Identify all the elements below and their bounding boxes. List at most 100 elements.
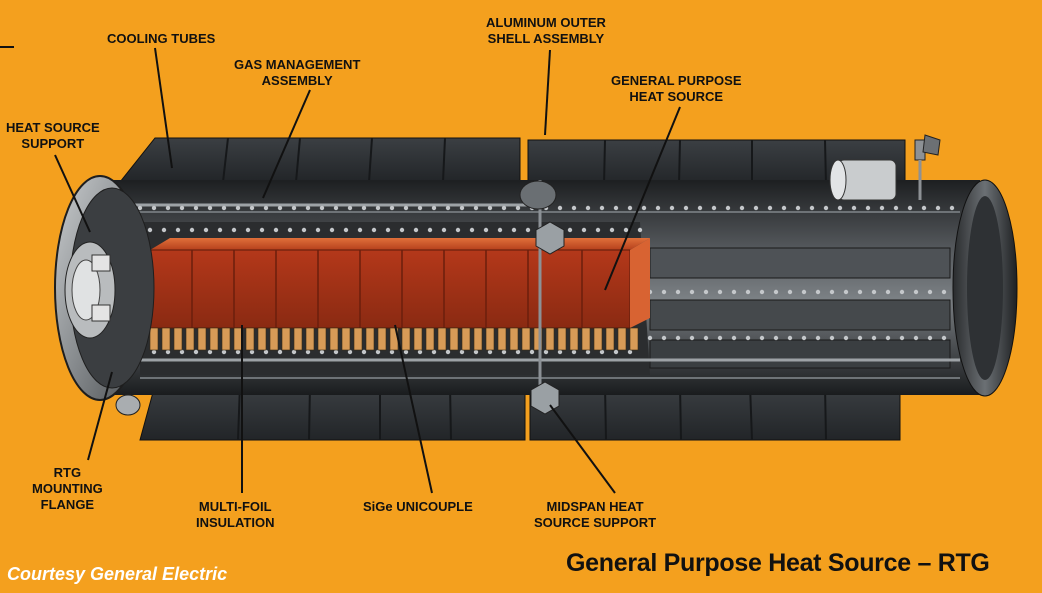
unicouple xyxy=(593,327,603,351)
rivet xyxy=(389,205,395,211)
rivet xyxy=(661,335,667,341)
rivet xyxy=(543,349,549,355)
rivet xyxy=(277,349,283,355)
rivet xyxy=(581,227,587,233)
rivet xyxy=(235,349,241,355)
rivet xyxy=(557,349,563,355)
rivet xyxy=(333,349,339,355)
unicouple xyxy=(425,327,435,351)
unicouple xyxy=(197,327,207,351)
unicouple xyxy=(269,327,279,351)
rivet xyxy=(893,205,899,211)
rivet xyxy=(469,227,475,233)
unicouple xyxy=(377,327,387,351)
unicouple xyxy=(281,327,291,351)
rivet xyxy=(609,227,615,233)
rivet xyxy=(291,205,297,211)
rivet xyxy=(739,205,745,211)
unicouple xyxy=(617,327,627,351)
gas-management-canister xyxy=(829,134,941,201)
rivet xyxy=(193,205,199,211)
rivet xyxy=(399,227,405,233)
rivet xyxy=(787,289,793,295)
rivet xyxy=(417,349,423,355)
rivet xyxy=(165,349,171,355)
rivet xyxy=(669,205,675,211)
rivet xyxy=(725,205,731,211)
rivet xyxy=(781,205,787,211)
rivet xyxy=(661,289,667,295)
rivet xyxy=(941,335,947,341)
rivet xyxy=(291,349,297,355)
unicouple xyxy=(461,327,471,351)
rivet xyxy=(375,205,381,211)
rivet xyxy=(273,227,279,233)
rivet xyxy=(773,289,779,295)
rivet xyxy=(231,227,237,233)
rivet xyxy=(343,227,349,233)
rivet xyxy=(837,205,843,211)
unicouple xyxy=(413,327,423,351)
rivet xyxy=(483,227,489,233)
rivet xyxy=(445,349,451,355)
rivet xyxy=(189,227,195,233)
unicouple xyxy=(521,327,531,351)
rivet xyxy=(413,227,419,233)
heat-source-stack xyxy=(149,238,650,329)
rivet xyxy=(151,349,157,355)
rivet xyxy=(175,227,181,233)
unicouple xyxy=(221,327,231,351)
rivet xyxy=(221,205,227,211)
rivet xyxy=(627,349,633,355)
rivet xyxy=(333,205,339,211)
rivet xyxy=(371,227,377,233)
rivet xyxy=(613,349,619,355)
rivet xyxy=(375,349,381,355)
rivet xyxy=(427,227,433,233)
rivet xyxy=(473,205,479,211)
rivet xyxy=(885,335,891,341)
rivet xyxy=(319,205,325,211)
lower-radiator-fins xyxy=(139,384,901,441)
rivet xyxy=(829,289,835,295)
rivet xyxy=(697,205,703,211)
rivet xyxy=(767,205,773,211)
rivet xyxy=(431,349,437,355)
rivet xyxy=(511,227,517,233)
unicouple xyxy=(233,327,243,351)
rivet xyxy=(787,335,793,341)
rivet xyxy=(829,335,835,341)
unicouple xyxy=(245,327,255,351)
rivet xyxy=(885,289,891,295)
rivet xyxy=(711,205,717,211)
unicouple xyxy=(581,327,591,351)
unicouple xyxy=(161,327,171,351)
rivet xyxy=(487,205,493,211)
rivet xyxy=(245,227,251,233)
rivet xyxy=(347,349,353,355)
label-multi-foil-insulation: MULTI-FOIL INSULATION xyxy=(196,499,275,530)
rivet xyxy=(203,227,209,233)
rivet xyxy=(249,349,255,355)
rivet xyxy=(403,349,409,355)
rivet xyxy=(301,227,307,233)
unicouple xyxy=(365,327,375,351)
rivet xyxy=(501,205,507,211)
rivet-rows xyxy=(137,205,955,355)
unicouple xyxy=(509,327,519,351)
rivet xyxy=(147,227,153,233)
rivet xyxy=(913,289,919,295)
unicouple xyxy=(353,327,363,351)
rivet xyxy=(689,335,695,341)
unicouple xyxy=(437,327,447,351)
rivet xyxy=(487,349,493,355)
rivet xyxy=(221,349,227,355)
rivet xyxy=(595,227,601,233)
unicouple xyxy=(329,327,339,351)
unicouple-comb xyxy=(149,327,639,351)
rivet xyxy=(571,205,577,211)
rivet xyxy=(759,289,765,295)
label-midspan-heat-source-support: MIDSPAN HEAT SOURCE SUPPORT xyxy=(534,499,657,530)
rivet xyxy=(137,205,143,211)
rivet xyxy=(161,227,167,233)
